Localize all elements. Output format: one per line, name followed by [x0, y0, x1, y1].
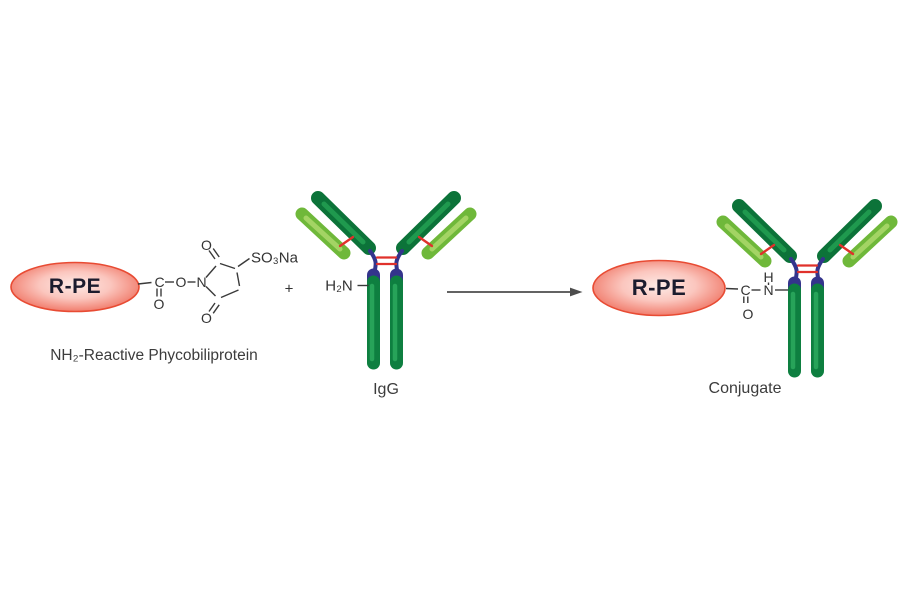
left-reagent-caption: NH₂-Reactive Phycobiliprotein — [50, 347, 258, 364]
ring-o-bottom-atom: O — [201, 309, 212, 326]
carbonyl-c-atom: C — [154, 274, 165, 290]
reaction-arrow — [447, 287, 583, 297]
conjugate-caption: Conjugate — [708, 380, 782, 397]
amide-c-atom: C — [740, 282, 751, 298]
ring-n-atom: N — [196, 274, 207, 290]
amide-n-atom: N — [763, 282, 774, 298]
amide-bonds — [725, 282, 789, 303]
rpe-label-right: R-PE — [631, 275, 687, 300]
ester-o-atom: O — [175, 274, 187, 290]
amine-label: H₂N — [325, 277, 353, 294]
amide-h-atom: H — [763, 269, 774, 285]
amide-o-atom: O — [742, 305, 754, 322]
rpe-ellipse-left — [10, 261, 140, 313]
igg-caption: IgG — [373, 381, 399, 398]
rpe-ellipse-right — [592, 259, 726, 317]
ring-o-top-atom: O — [201, 236, 212, 253]
sulfo-group-label: SO₃Na — [251, 249, 298, 267]
nhs-ester-bonds — [137, 248, 250, 314]
rpe-label-left: R-PE — [48, 275, 102, 298]
plus-sign: + — [284, 280, 294, 298]
carbonyl-o-atom: O — [153, 295, 165, 312]
